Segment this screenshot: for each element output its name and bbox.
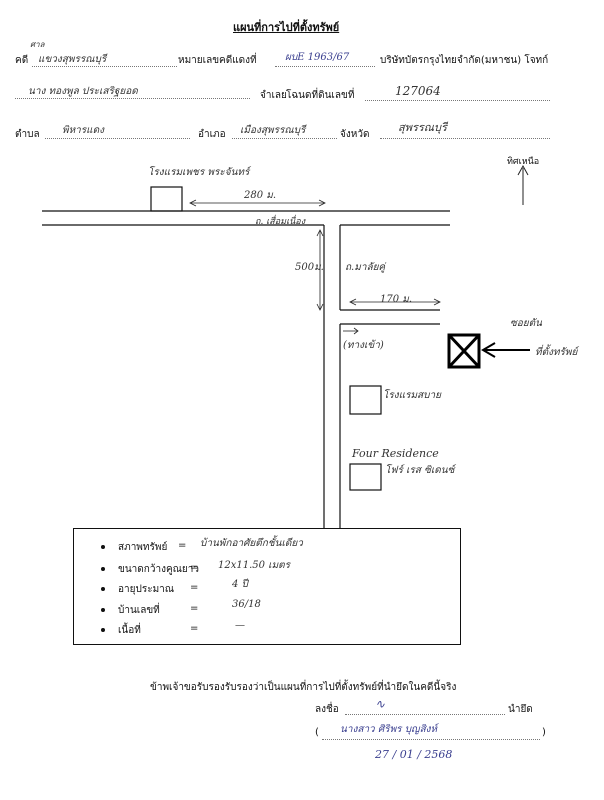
- detail-sep-2: =: [190, 582, 199, 593]
- detail-label-0: สภาพทรัพย์: [118, 542, 168, 553]
- province-value: สุพรรณบุรี: [398, 121, 447, 134]
- landmark-bottom-2: โฟร์ เรส ซิเดนซ์: [385, 465, 455, 476]
- signer-open-paren: (: [315, 727, 319, 738]
- defendant-value: นาง ทองพูล ประเสริฐยอด: [28, 86, 138, 97]
- detail-label-4: เนื้อที่: [118, 625, 141, 636]
- detail-label-3: บ้านเลขที่: [118, 605, 160, 616]
- district-label: อำเภอ: [198, 129, 226, 140]
- detail-value-0: บ้านพักอาศัยตึกชั้นเดียว: [200, 538, 303, 549]
- landmark-top-label: โรงแรมเพชร พระจันทร์: [148, 167, 250, 178]
- detail-label-2: อายุประมาณ: [118, 584, 175, 595]
- red-case-label: หมายเลขคดีแดงที่: [178, 55, 257, 66]
- north-label: ทิศเหนือ: [507, 157, 540, 167]
- red-case-value: ผบE 1963/67: [285, 52, 350, 63]
- subdistrict-label: ตำบล: [15, 129, 40, 140]
- deed-label: โฉนดที่ดินเลขที่: [286, 90, 355, 101]
- province-label: จังหวัด: [340, 129, 370, 140]
- signer-name: นางสาว ศิริพร บุญสิงห์: [340, 724, 438, 735]
- subdistrict-value: พิหารแดง: [62, 125, 104, 136]
- left-turn-label: (ทางเข้า): [343, 340, 384, 351]
- road-main-label: ถ. เสื่อมเนื่อง: [255, 217, 306, 227]
- plaintiff: บริษัทบัตรกรุงไทยจำกัด(มหาชน) โจทก์: [380, 55, 549, 66]
- detail-value-1: 12x11.50 เมตร: [218, 560, 291, 571]
- road-branch-label: ถ.มาลัยคู่: [345, 262, 386, 273]
- soi-label: ซอยตัน: [510, 318, 542, 329]
- detail-value-2: 4 ปี: [232, 579, 248, 590]
- deed-value: 127064: [395, 84, 441, 98]
- landmark-bottom-1: Four Residence: [352, 447, 439, 460]
- distance-right: 170 ม.: [380, 294, 413, 305]
- detail-sep-4: =: [190, 623, 199, 634]
- distance-top: 280 ม.: [244, 190, 277, 201]
- sign-label: ลงชื่อ: [315, 704, 339, 715]
- district-value: เมืองสุพรรณบุรี: [240, 125, 306, 136]
- property-label: ที่ตั้งทรัพย์: [535, 347, 578, 358]
- case-court-value: แขวงสุพรรณบุรี: [38, 54, 107, 65]
- case-court-hand: ศาล: [30, 40, 45, 49]
- case-label: คดี: [15, 55, 29, 66]
- detail-label-1: ขนาดกว้างคูณยาว: [118, 564, 200, 575]
- page-title: แผนที่การไปที่ตั้งทรัพย์: [233, 21, 340, 34]
- defendant-suffix: จำเลย: [260, 90, 287, 101]
- signer-close-paren: ): [542, 727, 546, 738]
- landmark-mid-label: โรงแรมสบาย: [383, 390, 441, 401]
- signature: ∿: [375, 697, 386, 711]
- certify-text: ข้าพเจ้าขอรับรองรับรองว่าเป็นแผนที่การไป…: [150, 682, 457, 693]
- detail-value-4: —: [235, 620, 245, 631]
- detail-sep-0: =: [178, 540, 187, 551]
- sign-date: 27 / 01 / 2568: [375, 748, 453, 761]
- distance-vertical: 500ม.: [295, 262, 324, 273]
- detail-value-3: 36/18: [232, 599, 261, 610]
- detail-sep-1: =: [190, 562, 199, 573]
- detail-sep-3: =: [190, 603, 199, 614]
- details-box: [73, 528, 461, 645]
- sign-role: นำยึด: [508, 704, 533, 715]
